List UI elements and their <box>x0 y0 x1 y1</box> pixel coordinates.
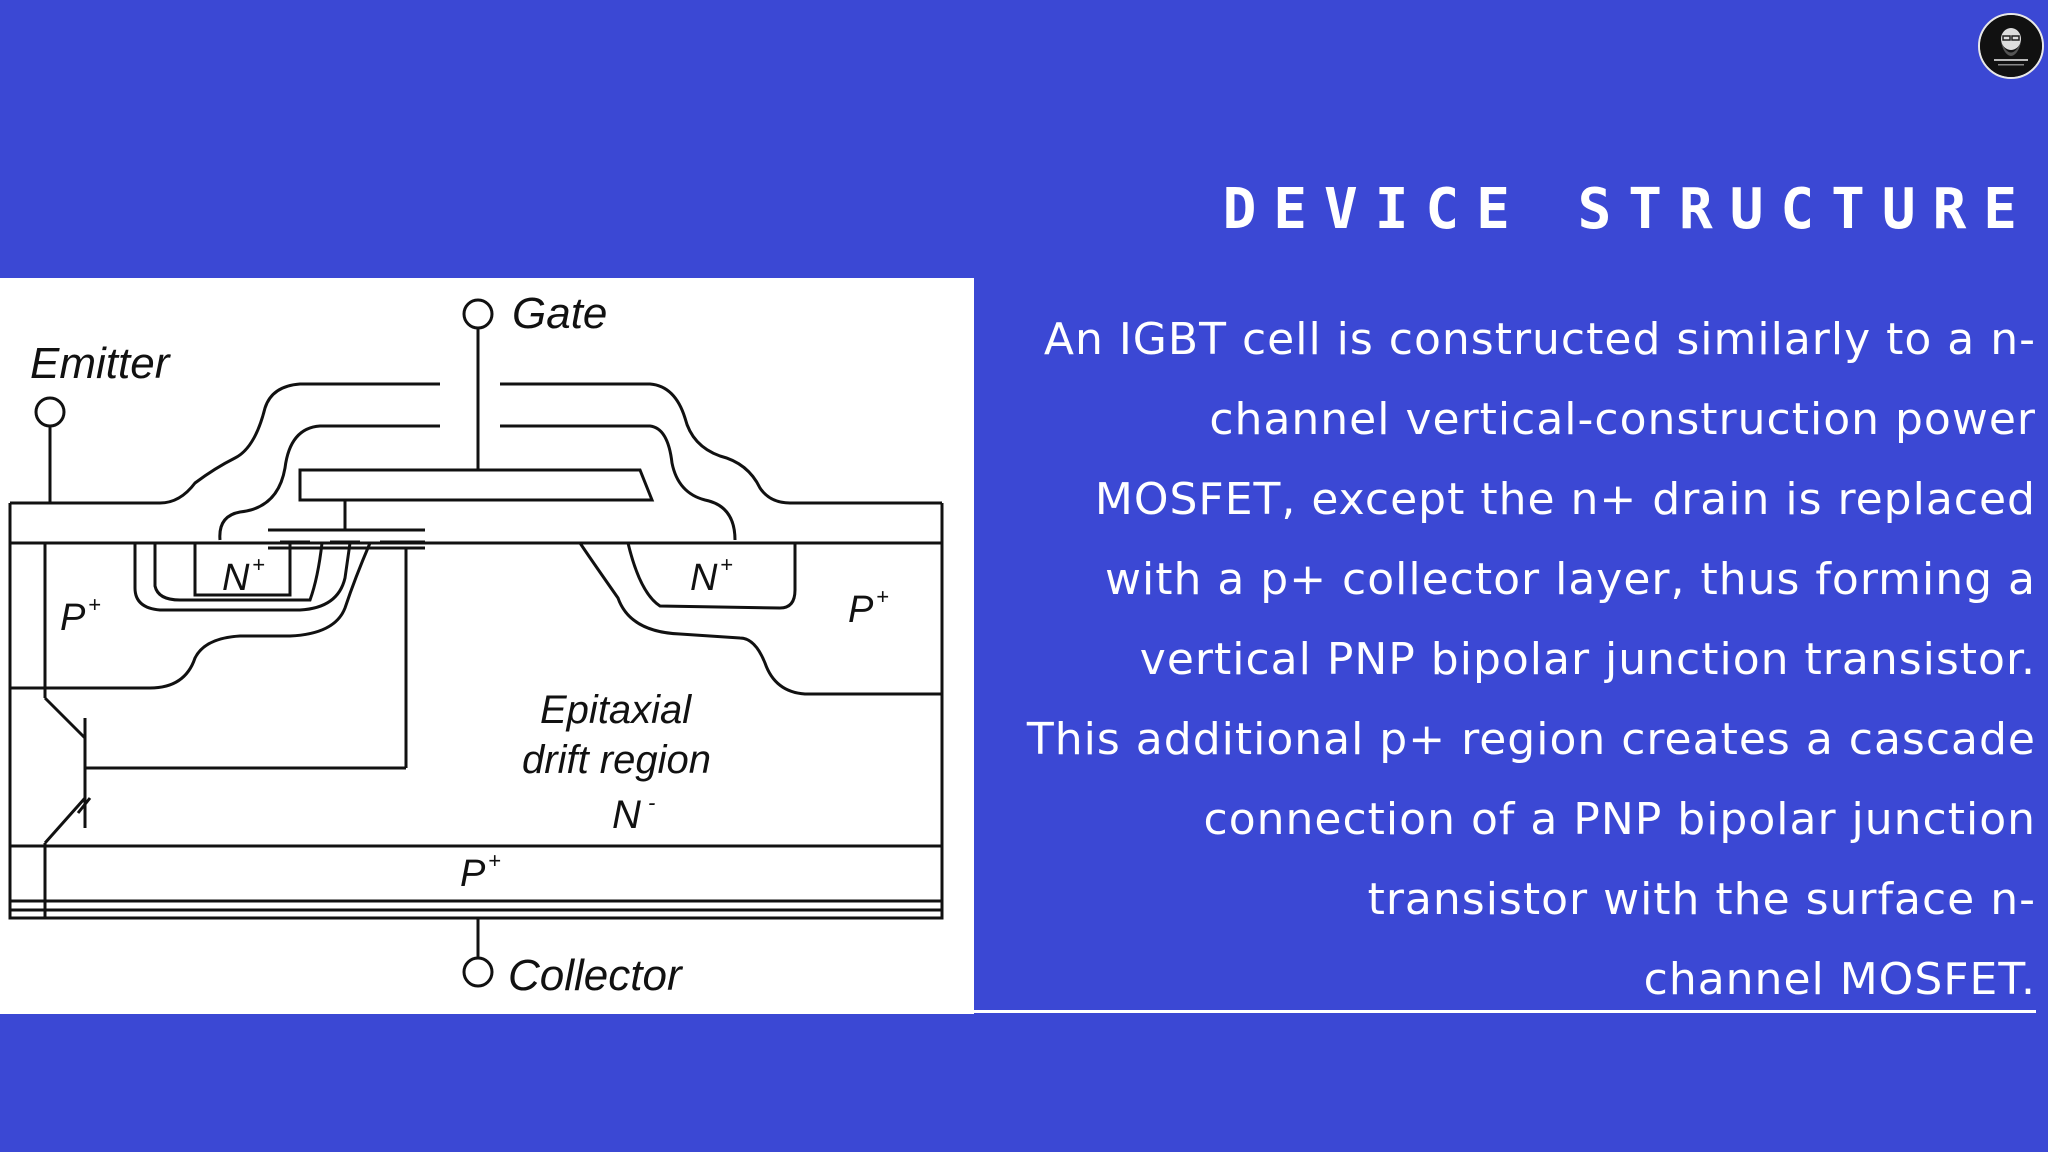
p-plus-well-right <box>578 542 942 696</box>
label-p-plus-left: P <box>60 597 86 639</box>
description-line: An IGBT cell is constructed similarly to… <box>1043 314 2036 365</box>
collector-terminal <box>462 956 494 988</box>
metal-contour-outer <box>10 382 440 505</box>
description-line: vertical PNP bipolar junction transistor… <box>1139 634 2036 685</box>
description-text: An IGBT cell is constructed similarly to… <box>990 300 2036 1020</box>
sup-plus: + <box>720 552 733 577</box>
gate-terminal <box>462 298 494 330</box>
igbt-structure-diagram: Gate Emitter Collector N + N + P + P + P… <box>0 278 974 1014</box>
label-p-plus-right: P <box>848 589 874 631</box>
description-line: with a p+ collector layer, thus forming … <box>1104 554 2036 605</box>
sup-plus: + <box>488 848 501 873</box>
device-outline <box>8 503 944 920</box>
sup-plus: + <box>88 592 101 617</box>
label-collector: Collector <box>508 951 684 1000</box>
slide-title: DEVICE STRUCTURE <box>1222 177 2034 242</box>
label-emitter: Emitter <box>30 339 172 388</box>
label-n-plus-left: N <box>222 557 250 599</box>
label-n-minus: N <box>612 793 641 837</box>
n-plus-right <box>626 542 797 610</box>
label-gate: Gate <box>512 289 607 338</box>
sup-minus: - <box>648 790 655 815</box>
description-line: channel vertical-construction power <box>1209 394 2036 445</box>
label-n-plus-right: N <box>690 557 718 599</box>
label-epitaxial: Epitaxial <box>540 688 692 732</box>
description-line: connection of a PNP bipolar junction <box>1203 794 2036 845</box>
label-p-plus-bottom: P <box>460 853 486 895</box>
emitter-terminal <box>34 396 66 428</box>
sup-plus: + <box>876 584 889 609</box>
description-line: channel MOSFET. <box>1643 954 2036 1005</box>
description-line: transistor with the surface n- <box>1367 874 2036 925</box>
label-drift-region: drift region <box>522 738 711 782</box>
channel-logo-icon <box>1978 13 2044 79</box>
description-line: This additional p+ region creates a casc… <box>1026 714 2036 765</box>
n-plus-left <box>153 542 324 602</box>
sup-plus: + <box>252 552 265 577</box>
text-underline <box>974 1010 2036 1013</box>
gate-poly <box>298 468 655 502</box>
metal-contour-inner <box>218 424 440 541</box>
description-line: MOSFET, except the n+ drain is replaced <box>1094 474 2036 525</box>
p-plus-well-left <box>10 542 372 690</box>
